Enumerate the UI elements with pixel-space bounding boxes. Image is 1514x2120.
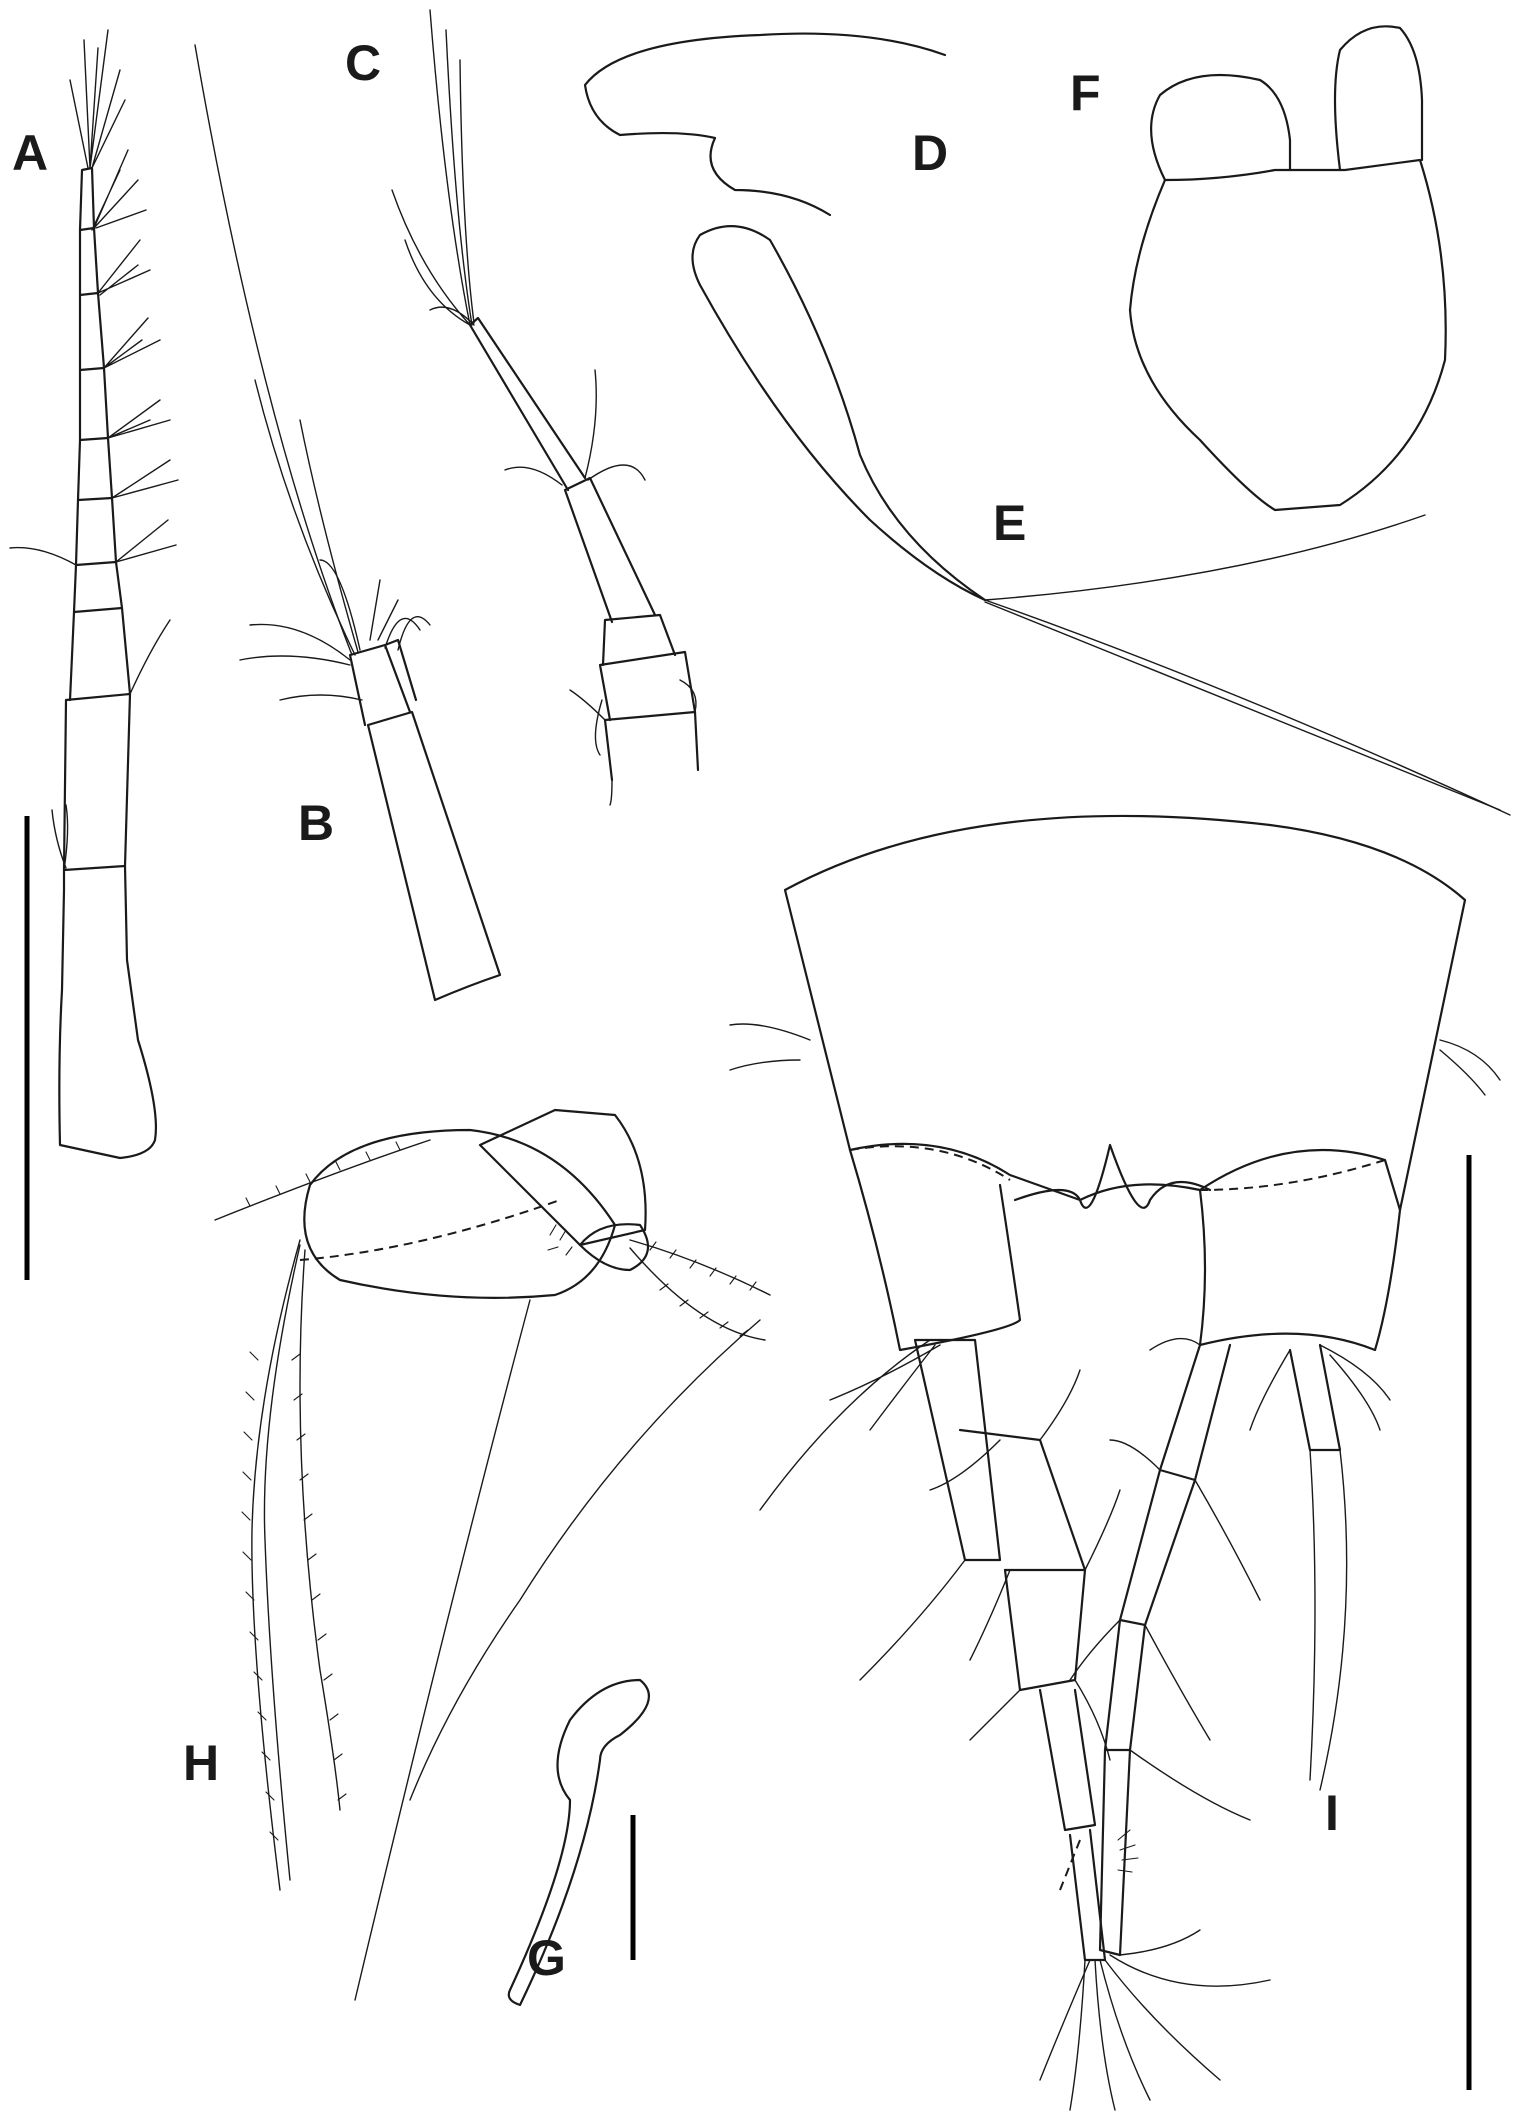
panel-h-appendage <box>214 1108 771 2001</box>
panel-label-g: G <box>527 1930 566 1986</box>
panel-label-c: C <box>345 35 381 91</box>
panel-label-f: F <box>1070 65 1101 121</box>
panel-label-e: E <box>993 495 1026 551</box>
panel-label-a: A <box>12 125 48 181</box>
panel-i-telson <box>729 814 1501 2111</box>
panel-label-d: D <box>912 125 948 181</box>
panel-g-outline <box>507 1678 650 2007</box>
panel-e-process <box>691 225 1511 816</box>
panel-label-i: I <box>1325 1785 1339 1841</box>
panel-label-b: B <box>298 795 334 851</box>
panel-f-outline <box>1128 25 1447 512</box>
panel-b-appendage <box>194 44 502 1002</box>
panel-a-antennule <box>9 29 179 1160</box>
panel-label-h: H <box>183 1735 219 1791</box>
panel-d-outline <box>583 32 947 217</box>
panel-c-appendage <box>391 9 700 806</box>
